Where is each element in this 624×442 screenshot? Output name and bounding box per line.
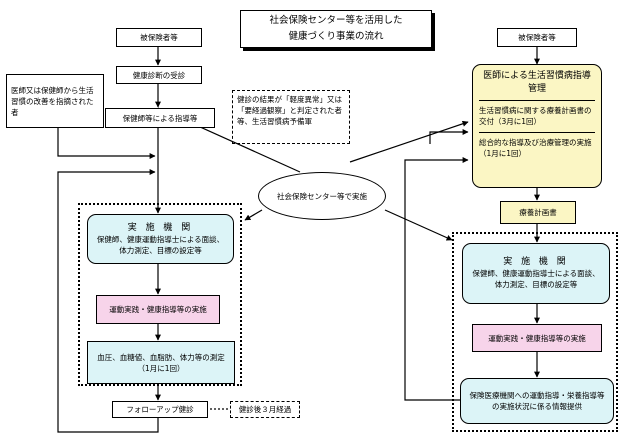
guidance-box: 保健師等による指導等 <box>105 108 215 128</box>
plan-box: 療養計画書 <box>500 201 576 224</box>
doctor-guidance-title: 医師による生活習慣病指導管理 <box>483 71 591 94</box>
right-impl-text: 保健師、健康運動指導士による面談、体力測定、目標の設定等 <box>472 269 600 289</box>
doctor-guidance-item-2: 総合的な指導及び治療管理の実施（1月に1回） <box>479 132 595 159</box>
right-exercise-box: 運動実践・健康指導等の実施 <box>472 324 602 352</box>
doctor-note-box: 医師又は保健師から生活習慣の改善を指摘された者 <box>6 74 104 128</box>
after-box: 健診後３月経過 <box>230 401 300 418</box>
left-impl-box: 実 施 機 関 保健師、健康運動指導士による面談、体力測定、目標の設定等 <box>87 214 234 264</box>
checkup-box: 健康診断の受診 <box>116 66 202 84</box>
title-line-1: 社会保険センター等を活用した <box>269 15 403 26</box>
right-insured-box: 被保険者等 <box>497 28 577 47</box>
doctor-guidance-box: 医師による生活習慣病指導管理 生活習慣病に関する療養計画書の交付（3月に1回） … <box>472 64 602 188</box>
left-impl-frame <box>78 203 242 386</box>
report-box: 保険医療機関への運動指導・栄養指導等の実施状況に係る情報提供 <box>460 378 614 424</box>
right-impl-frame <box>452 232 618 432</box>
measure-box: 血圧、血糖値、血脂肪、体力等の測定（1月に1回） <box>87 341 235 384</box>
center-ellipse: 社会保険センター等で実施 <box>258 172 386 220</box>
left-impl-title: 実 施 機 関 <box>127 222 194 233</box>
followup-box: フォローアップ健診 <box>112 401 208 418</box>
left-exercise-box: 運動実践・健康指導等の実施 <box>96 295 220 324</box>
diagram-title: 社会保険センター等を活用した 健康づくり事業の流れ <box>240 10 432 48</box>
right-impl-title: 実 施 機 関 <box>503 257 569 267</box>
result-note-text: 健診の結果が「軽度異常」又は「要経過観察」と判定された者等、生活習慣病予備軍 <box>237 95 342 126</box>
doctor-guidance-item-1: 生活習慣病に関する療養計画書の交付（3月に1回） <box>479 100 595 132</box>
result-note-box: 健診の結果が「軽度異常」又は「要経過観察」と判定された者等、生活習慣病予備軍 <box>232 90 350 144</box>
left-impl-text: 保健師、健康運動指導士による面談、体力測定、目標の設定等 <box>96 234 225 255</box>
left-insured-box: 被保険者等 <box>116 28 202 47</box>
title-line-2: 健康づくり事業の流れ <box>288 31 384 42</box>
right-impl-box: 実 施 機 関 保健師、健康運動指導士による面談、体力測定、目標の設定等 <box>462 243 610 304</box>
